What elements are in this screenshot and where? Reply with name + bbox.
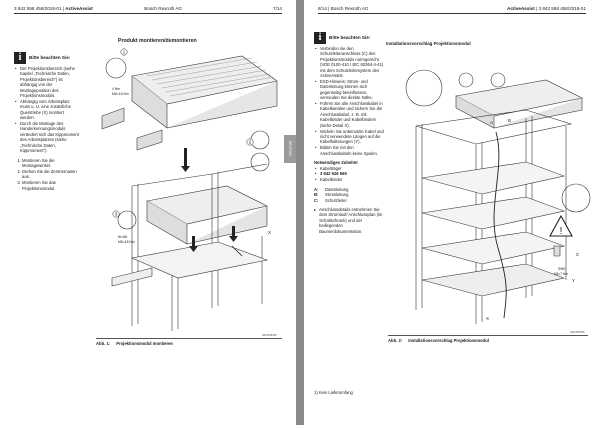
callout-2: 2 — [249, 140, 252, 145]
note-item: Verbinden sie den Schutzleiteranschluss … — [315, 46, 384, 78]
right-figure-id: 3842558458 — [570, 331, 585, 334]
note-item: Abhängig vom Arbeitsplatz muss u. U. ein… — [15, 99, 80, 121]
legend-value: Stromleitung — [325, 192, 349, 198]
label-b: B — [508, 118, 511, 123]
right-product: ActiveAssist — [507, 6, 535, 11]
accessory-item: Kabelbinder — [315, 177, 384, 183]
note-item: Der Projektionsbereich (siehe Kapitel „T… — [15, 66, 80, 98]
label-y: Y — [572, 278, 575, 283]
right-page-header: 8/14 | Bosch Rexroth AG ActiveAssist | 3… — [318, 6, 586, 14]
left-caption-label: Abb. 1: — [96, 341, 111, 346]
right-caption-text: Installationsvorschlag Projektionsmodul — [408, 338, 489, 343]
note-heading: Bitte beachten Sie: — [329, 35, 371, 41]
right-page-number: 8/14 — [318, 6, 327, 11]
callout-1: 1 — [123, 50, 126, 55]
info-icon: i — [14, 52, 26, 64]
left-figure-id: 3842558458 — [262, 334, 277, 337]
callout-3: 3 — [115, 212, 118, 217]
action-note: ▸ Anschlussdetails entnehmen Sie dem Str… — [314, 206, 383, 234]
legend: A:Datenleitung B:Stromleitung C:Schutzle… — [314, 186, 349, 203]
arrow-right-icon: ▸ — [314, 206, 317, 212]
right-page: 8/14 | Bosch Rexroth AG ActiveAssist | 3… — [304, 0, 600, 425]
label-x: X — [268, 230, 271, 235]
accessory-part-number: 3 842 526 565 — [315, 171, 384, 177]
torque-note: M6=7 Nm — [554, 272, 568, 276]
left-page-number: 7/14 — [273, 6, 282, 11]
note-heading: Bitte beachten Sie: — [29, 55, 71, 61]
right-company: Bosch Rexroth AG — [330, 6, 369, 11]
left-page-header: 3 842 558 458/2018-01 | ActiveAssist Bos… — [14, 6, 282, 14]
left-caption-text: Projektionsmodul montieren — [116, 341, 173, 346]
note-item: Durch die Montage des Handerkennungsmodu… — [15, 121, 80, 153]
left-page: 3 842 558 458/2018-01 | ActiveAssist Bos… — [0, 0, 296, 425]
note-item: Bilden Sie mit den Anschlusskabeln keine… — [315, 145, 384, 156]
step-item: Drehen Sie die Zentriernasen aus. — [22, 169, 80, 180]
label-c: C — [576, 252, 580, 257]
step-item: Montieren Sie das Projektionsmodul. — [22, 180, 80, 191]
step-item: Montieren Sie die Montagewinkel. — [22, 158, 80, 169]
language-tab: DEUTSCH — [284, 135, 296, 163]
torque-note-1a: 4 Nm — [112, 87, 120, 91]
right-figure-title: Installationsvorschlag Projektionsmodul — [386, 41, 471, 46]
label-a: A — [490, 120, 493, 125]
right-figure-caption: Abb. 2: Installationsvorschlag Projektion… — [388, 335, 588, 343]
note-item: Wickeln Sie unbenutzte Kabel und nicht v… — [315, 129, 384, 145]
footnote: 1) Kein Lieferumfang — [314, 390, 353, 395]
right-doc-number: 3 842 558 458/2018-01 — [538, 6, 586, 11]
left-doc-number: 3 842 558 458/2018-01 — [14, 6, 62, 11]
accessory-item: Kabelträger — [315, 166, 384, 172]
torque-note-1b: M6=18 Nm — [112, 92, 129, 96]
torque-note-2a: 8x M6 — [118, 235, 127, 239]
accessories-heading: Notwendiges Zubehör — [314, 160, 358, 166]
label-x: X — [486, 316, 489, 321]
legend-value: Schutzleiter — [325, 197, 347, 203]
installation-illustration: ! A B C X Y SW5 M6=7 Nm — [405, 69, 591, 324]
section-title: Produkt montieren/demontieren — [118, 38, 197, 44]
right-caption-label: Abb. 2: — [388, 338, 403, 343]
left-company: Bosch Rexroth AG — [144, 6, 183, 11]
note-item: Führen Sie alle Anschlusskabel in Kabelk… — [315, 101, 384, 128]
left-figure-caption: Abb. 1: Projektionsmodul montieren — [96, 338, 282, 346]
assembly-illustration: 1 2 3 X 4 Nm M6=18 Nm 8x M6 M6=18 Nm — [101, 48, 278, 331]
left-product: ActiveAssist — [65, 6, 93, 11]
torque-note-2b: M6=18 Nm — [118, 240, 135, 244]
legend-value: Datenleitung — [325, 186, 349, 192]
svg-text:!: ! — [560, 226, 563, 237]
size-note: SW5 — [558, 267, 565, 271]
note-item: ESD-Hinweis: Strom- und Datenleitung kön… — [315, 79, 384, 101]
info-icon: i — [314, 32, 326, 44]
